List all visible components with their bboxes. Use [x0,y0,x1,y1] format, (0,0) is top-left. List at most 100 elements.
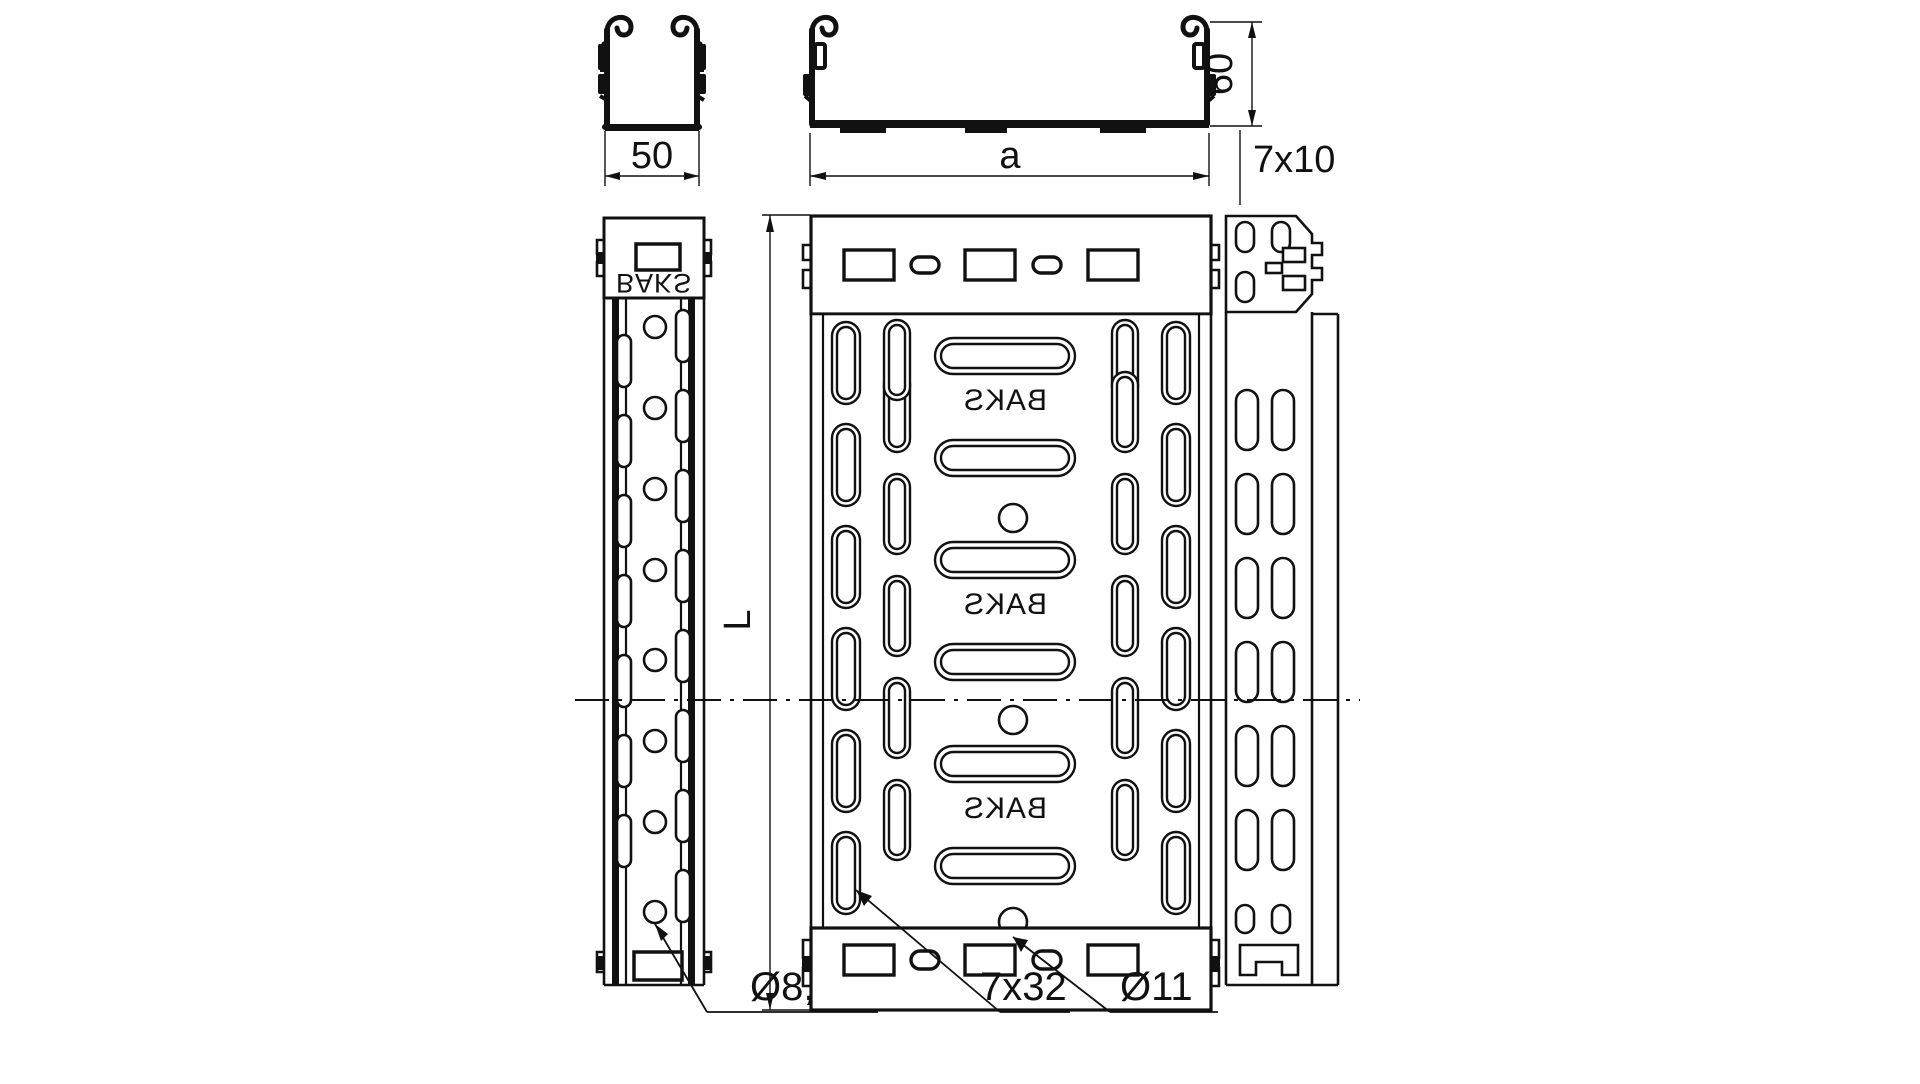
dimension-label-50: 50 [631,135,673,177]
side-hole-4 [642,557,668,583]
dim-arrow-L-bottom [766,993,774,1010]
side-hole-8 [642,899,668,925]
end-section-a-view: a 60 7x10 [803,15,1335,205]
side-hole-6 [642,728,668,754]
plan-slot-col1-3i [835,529,857,605]
right-bracket-tab-1 [1281,246,1307,264]
side-slot-r1 [674,308,692,364]
section-50-base [605,124,699,131]
base-pad-2 [965,128,1007,133]
side-bottom-tab-right [703,956,712,970]
plan-slot-col5-4i [1165,631,1187,707]
plan-bottom-rect-slot-1 [842,943,896,977]
length-dimension: L [717,214,810,1011]
latch-a-right [1207,74,1216,96]
latch-tab-left-lower [598,74,607,94]
right-slot-a4 [1234,640,1260,704]
right-bottom-slot-2 [1270,903,1292,935]
plan-hslot-1i [939,342,1071,370]
right-bracket-tab-2 [1281,274,1307,292]
section-a-slot-right [1192,42,1206,70]
plan-brand-text-2: BAKS [963,588,1047,621]
section-a-slot-left [813,42,827,70]
plan-tab-left [802,956,812,972]
leader-arrow-7x32 [856,890,872,906]
dim-arrow-a-right [1193,172,1209,180]
latch-tab-left-upper [598,44,607,70]
plan-slot-col4-1i [1115,375,1135,449]
base-pad-1 [840,128,886,133]
dimension-label-d11: Ø11 [1120,965,1193,1009]
plan-tab-right [1210,956,1220,972]
side-hole-1 [642,314,668,340]
side-rail-inner-right [688,298,695,985]
dim-arrow-L-top [766,215,774,232]
plan-slot-col5-1i [1165,325,1187,401]
plan-hslot-2i [939,444,1071,472]
side-slot-r6 [674,708,692,764]
side-slot-l4 [615,573,633,629]
plan-slot-col1-6i [835,835,857,911]
side-bottom-tab-left [596,956,605,970]
side-slot-l6 [615,733,633,789]
leader-arrow-d85 [655,924,668,941]
plan-slot-col4-4i [1115,681,1135,755]
plan-centre-hole-1 [997,502,1029,534]
side-slot-l2 [615,413,633,469]
plan-slot-col5-6i [1165,835,1187,911]
right-bracket-tab-3 [1264,261,1284,275]
dim-arrow-a-left [810,172,826,180]
section-a-base [810,120,1209,128]
side-hole-5 [642,647,668,673]
side-slot-r8 [674,868,692,924]
side-slot-r3 [674,468,692,524]
dim-arrow-60-top [1248,22,1256,38]
right-bracket-slot-1 [1234,220,1256,254]
plan-bottom-rect-slot-3 [1086,943,1140,977]
side-hole-7 [642,809,668,835]
right-slot-a6 [1234,808,1260,872]
right-slot-a3 [1234,556,1260,620]
plan-slot-col4-3i [1115,579,1135,653]
plan-slot-col5-3i [1165,529,1187,605]
side-slot-r5 [674,628,692,684]
plan-hslot-6i [939,852,1071,880]
right-slot-b2 [1270,472,1296,536]
base-pad-3 [1100,128,1146,133]
dimension-label-7x32: 7x32 [980,965,1067,1009]
plan-hslot-4i [939,648,1071,676]
plan-slot-col1-5i [835,733,857,809]
plan-slot-col2-0i [887,323,907,397]
right-slot-b3 [1270,556,1296,620]
side-slot-r4 [674,548,692,604]
right-slot-a2 [1234,472,1260,536]
plan-bottom-oval-2 [1031,949,1063,971]
right-bottom-slot-1 [1234,903,1256,935]
side-slot-r7 [674,788,692,844]
side-tab-right [704,252,712,264]
plan-slot-col2-4i [887,681,907,755]
dimension-label-60: 60 [1199,53,1241,95]
side-slot-l3 [615,493,633,549]
plan-hslot-5i [939,750,1071,778]
right-slot-b4 [1270,640,1296,704]
plan-body [809,312,1213,930]
right-elevation-view [1224,214,1340,987]
side-elevation-view: BAKS [595,216,878,1013]
plan-slot-col1-1i [835,325,857,401]
side-rail-inner-left [612,298,619,985]
latch-tab-right-lower [697,74,706,94]
side-slot-r2 [674,388,692,444]
plan-brand-text-1: BAKS [963,384,1047,417]
latch-a-left [803,74,812,96]
right-slot-b1 [1270,388,1296,452]
plan-top-oval-2 [1031,255,1063,275]
right-bottom-bracket [1238,943,1300,977]
plan-slot-col5-5i [1165,733,1187,809]
dim-arrow-60-bottom [1248,110,1256,126]
plan-slot-col2-2i [887,477,907,551]
side-hole-2 [642,395,668,421]
right-slot-b6 [1270,808,1296,872]
